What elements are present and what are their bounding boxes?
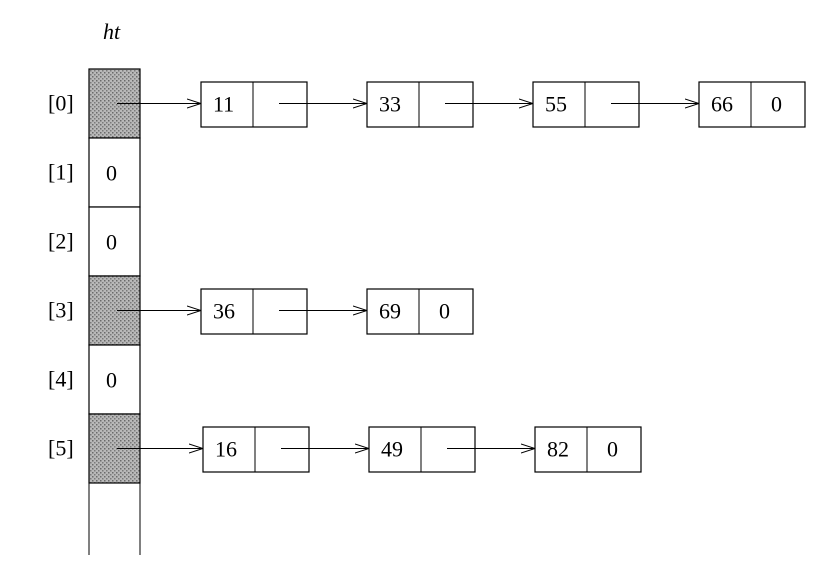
bucket-index-label: [4]: [48, 367, 74, 392]
node-box: [532, 81, 640, 128]
node-key: 82: [547, 437, 569, 462]
node-box: [366, 288, 474, 335]
node-box: [366, 81, 474, 128]
node-key: 33: [379, 92, 401, 117]
node-box: [202, 426, 310, 473]
bucket-index-label: [2]: [48, 229, 74, 254]
chains: 11 33 55 66 0 36 69 0 16 49 82 0: [117, 81, 806, 473]
chain-node: 11: [200, 81, 308, 128]
node-key: 16: [215, 437, 237, 462]
node-null-link: 0: [607, 437, 618, 462]
chain-node: 36: [200, 288, 308, 335]
bucket-null-pointer: 0: [106, 161, 117, 186]
node-box: [200, 288, 308, 335]
table-title: ht: [103, 19, 121, 44]
bucket-null-pointer: 0: [106, 368, 117, 393]
bucket-cell-empty: [88, 344, 141, 415]
chain-node: 33: [366, 81, 474, 128]
chain-node: 55: [532, 81, 640, 128]
bucket-index-label: [3]: [48, 298, 74, 323]
node-box: [200, 81, 308, 128]
bucket-index-label: [5]: [48, 436, 74, 461]
bucket-cell-empty: [88, 206, 141, 277]
chain-node: 82 0: [534, 426, 642, 473]
node-key: 55: [545, 92, 567, 117]
node-box: [534, 426, 642, 473]
node-null-link: 0: [439, 299, 450, 324]
bucket-null-pointer: 0: [106, 230, 117, 255]
bucket-cell-empty: [88, 137, 141, 208]
node-key: 36: [213, 299, 235, 324]
node-key: 66: [711, 92, 733, 117]
node-key: 69: [379, 299, 401, 324]
node-box: [368, 426, 476, 473]
node-box: [698, 81, 806, 128]
chain-node: 16: [202, 426, 310, 473]
bucket-index-label: [0]: [48, 91, 74, 116]
chain-node: 69 0: [366, 288, 474, 335]
chain-node: 66 0: [698, 81, 806, 128]
hash-table: [0] [1] 0 [2] 0 [3] [4] 0 [5]: [48, 68, 141, 555]
node-key: 11: [213, 92, 234, 117]
bucket-index-label: [1]: [48, 160, 74, 185]
node-null-link: 0: [771, 92, 782, 117]
node-key: 49: [381, 437, 403, 462]
chain-node: 49: [368, 426, 476, 473]
